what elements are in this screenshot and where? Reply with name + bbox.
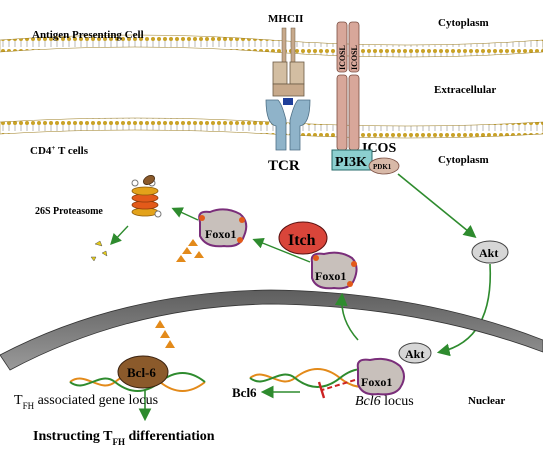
- foxo1-ubiquitinated: Foxo1: [176, 208, 248, 262]
- cytoplasm-top-label: Cytoplasm: [438, 17, 489, 29]
- tfh-locus-label: TFH associated gene locus: [14, 393, 158, 411]
- proteasome-icon: [131, 175, 162, 218]
- icos-dimer: [336, 74, 360, 151]
- nuclear-envelope: [0, 289, 543, 371]
- svg-text:Foxo1: Foxo1: [361, 375, 392, 389]
- itch-ligase: Itch: [278, 221, 328, 255]
- svg-text:PDK1: PDK1: [373, 163, 392, 171]
- svg-text:Itch: Itch: [288, 232, 316, 249]
- cd4-t-cells-label: CD4+ T cells: [30, 144, 89, 157]
- svg-text:Akt: Akt: [479, 246, 498, 260]
- degraded-fragments: [90, 240, 108, 262]
- nuclear-export-arrow: [334, 292, 359, 341]
- nuclear-label: Nuclear: [468, 395, 505, 407]
- icosl-label-1: ICOSL: [338, 45, 347, 70]
- bcl6-gene-label: Bcl6: [232, 385, 257, 400]
- svg-text:Foxo1: Foxo1: [205, 227, 236, 241]
- akt-cytoplasm: Akt: [471, 240, 509, 264]
- foxo1-phosphorylated: Foxo1: [310, 251, 358, 290]
- mhcii-complex: [272, 27, 305, 105]
- svg-text:Foxo1: Foxo1: [315, 269, 346, 283]
- tcr-label: TCR: [268, 158, 300, 174]
- pdk1-to-akt-arrow: [397, 173, 477, 239]
- foxo1-nuclear: Foxo1: [356, 357, 405, 396]
- svg-text:PI3K: PI3K: [335, 155, 367, 170]
- apc-membrane: [0, 34, 543, 58]
- akt-nuclear: Akt: [398, 342, 432, 364]
- bcl6-protein: Bcl-6: [117, 320, 175, 389]
- icosl-label-2: ICOSL: [350, 45, 359, 70]
- to-fragments-arrow: [110, 225, 129, 246]
- extracellular-label: Extracellular: [434, 84, 496, 96]
- mhcii-label: MHCII: [268, 13, 303, 25]
- instructing-tfh-caption: Instructing TFH differentiation: [33, 429, 215, 447]
- pdk1-oval: PDK1: [368, 157, 400, 175]
- svg-text:Bcl-6: Bcl-6: [127, 365, 156, 380]
- icosl-dimer: ICOSL ICOSL: [336, 21, 360, 73]
- tcr-complex: [265, 99, 311, 151]
- pi3k-box: PI3K: [331, 149, 373, 171]
- antigen-peptide: [283, 98, 293, 105]
- inhibition-bar: [317, 381, 326, 399]
- foxo1-to-proteasome-arrow: [171, 207, 199, 221]
- tcell-membrane: [0, 117, 543, 139]
- foxo1-to-ubiquitination-arrow: [252, 237, 311, 263]
- proteasome-label: 26S Proteasome: [35, 206, 103, 217]
- bcl6-locus-label: Bcl6 locus: [355, 394, 414, 409]
- cytoplasm-bottom-label: Cytoplasm: [438, 154, 489, 166]
- foxo1-inhibits-bcl6: [321, 379, 356, 391]
- apc-label: Antigen Presenting Cell: [32, 29, 144, 41]
- akt-translocation-arrow: [436, 263, 492, 357]
- svg-text:Akt: Akt: [405, 347, 424, 361]
